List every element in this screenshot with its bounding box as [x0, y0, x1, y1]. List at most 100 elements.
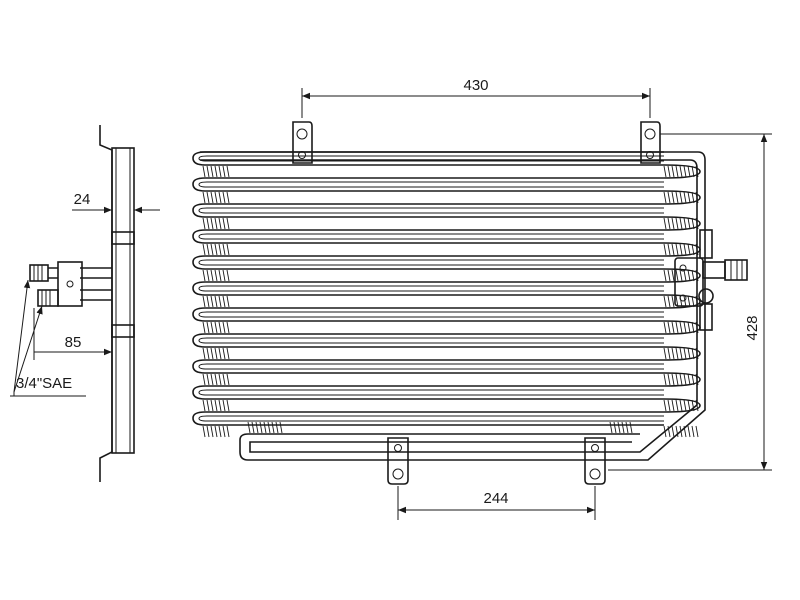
fin [206, 373, 210, 386]
dim-depth-label: 24 [74, 191, 91, 208]
fin [222, 243, 226, 256]
fin [687, 373, 691, 386]
fin [210, 191, 214, 204]
fin [210, 243, 214, 256]
tube-return-bend [663, 268, 701, 283]
fin [679, 425, 683, 438]
fin [218, 191, 222, 204]
fin [629, 421, 633, 434]
tube-row-inner [198, 363, 664, 370]
fin [679, 269, 683, 282]
fin [683, 269, 687, 282]
fin [667, 425, 671, 438]
fin [683, 425, 687, 438]
fin [691, 295, 695, 308]
fin [695, 269, 699, 282]
fin [667, 269, 671, 282]
fin [214, 373, 218, 386]
fin [218, 425, 222, 438]
dim-width-label: 430 [463, 77, 488, 94]
fin [683, 347, 687, 360]
fin [671, 295, 675, 308]
fin [671, 217, 675, 230]
fin [226, 165, 230, 178]
bracket-bottom-right [584, 437, 606, 485]
fin [206, 243, 210, 256]
fin [218, 243, 222, 256]
fitting-label: 3/4"SAE [16, 375, 72, 392]
fin [679, 347, 683, 360]
fin [675, 425, 679, 438]
fin [218, 399, 222, 412]
front-view: 430 428 244 [192, 77, 772, 520]
tube-row-inner [198, 181, 664, 188]
fin [671, 373, 675, 386]
tube-row-inner [198, 259, 664, 266]
fin [687, 399, 691, 412]
fin [267, 421, 271, 434]
bracket-top-right [640, 121, 661, 164]
fin [251, 421, 255, 434]
fin [667, 321, 671, 334]
fin [214, 269, 218, 282]
fin [218, 373, 222, 386]
fin [675, 243, 679, 256]
fin [206, 217, 210, 230]
fin [247, 421, 251, 434]
tube-row [192, 229, 664, 244]
fin [226, 217, 230, 230]
fin [695, 243, 699, 256]
fin [679, 399, 683, 412]
fin [263, 421, 267, 434]
fin [691, 321, 695, 334]
fin [279, 421, 283, 434]
fin [695, 373, 699, 386]
fin [214, 295, 218, 308]
fin [214, 191, 218, 204]
fitting-lower [37, 289, 59, 307]
fin [202, 399, 206, 412]
tube-row-inner [198, 337, 664, 344]
fin [275, 421, 279, 434]
fin [695, 399, 699, 412]
fin [259, 421, 263, 434]
tube-row [192, 255, 664, 270]
fin [691, 243, 695, 256]
fin [210, 295, 214, 308]
fin [691, 269, 695, 282]
fin [206, 191, 210, 204]
fin [683, 217, 687, 230]
fin [683, 399, 687, 412]
fin [683, 321, 687, 334]
tube-return-bend [663, 372, 701, 387]
fin [222, 165, 226, 178]
fin [675, 399, 679, 412]
fin [675, 347, 679, 360]
fin [210, 347, 214, 360]
fin [671, 399, 675, 412]
fin [691, 347, 695, 360]
fin [695, 347, 699, 360]
fin [226, 347, 230, 360]
fin [202, 373, 206, 386]
fin [691, 425, 695, 438]
fin [222, 321, 226, 334]
fin [210, 165, 214, 178]
tube-row-inner [198, 285, 664, 292]
fin [214, 321, 218, 334]
fin [687, 425, 691, 438]
fin [255, 421, 259, 434]
fin [671, 321, 675, 334]
tube-row [192, 177, 664, 192]
fin [687, 321, 691, 334]
fin [226, 373, 230, 386]
fin [691, 165, 695, 178]
fin [663, 295, 667, 308]
fin [691, 373, 695, 386]
tube-return-bend [663, 216, 701, 231]
fin [206, 399, 210, 412]
fin [613, 421, 617, 434]
fin [226, 243, 230, 256]
fin [683, 191, 687, 204]
fin [222, 399, 226, 412]
